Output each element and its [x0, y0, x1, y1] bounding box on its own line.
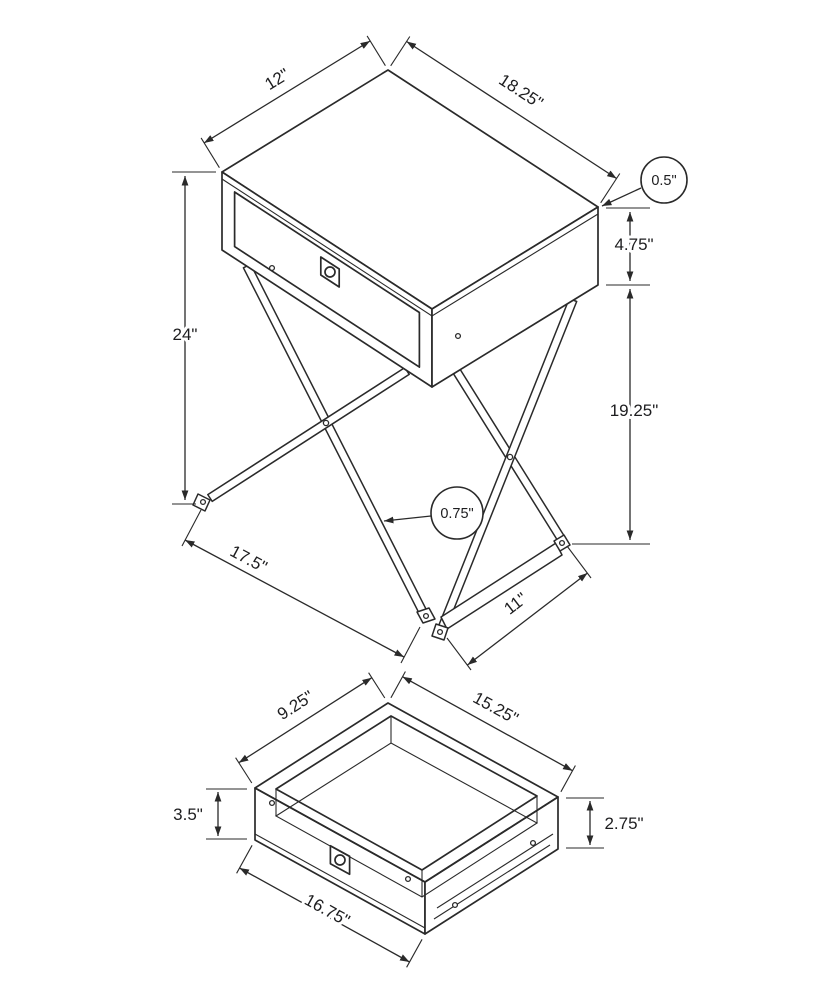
- callout-leg-thickness: 0.75": [383, 486, 484, 540]
- right-foot-screw-icon: [558, 539, 566, 547]
- dimension-side-height: 2.75": [566, 797, 647, 849]
- dim-label-15-25: 15.25": [470, 688, 522, 728]
- dim-label-18-25: 18.25": [495, 70, 546, 112]
- bracket-bottom-left-icon: [234, 234, 249, 256]
- cabinet-box: [221, 69, 599, 388]
- callout-top-thickness: 0.5": [601, 156, 688, 207]
- bottom-foot-screw-icon: [436, 628, 444, 636]
- dimension-front-height: 3.5": [170, 788, 247, 840]
- dim-label-19-25: 19.25": [610, 401, 659, 420]
- dimension-cabinet-height: 4.75": [606, 207, 657, 286]
- bracket-top-left-icon: [234, 190, 249, 204]
- dim-label-4-75: 4.75": [614, 235, 653, 254]
- nightstand-figure: 12" 18.25" 0.5" 4.75": [170, 35, 688, 671]
- bracket-top-right-icon: [405, 303, 420, 325]
- front-screw-left-icon: [268, 799, 276, 807]
- dimension-overall-height: 24": [170, 171, 216, 505]
- dim-label-2-75: 2.75": [604, 814, 643, 833]
- dim-label-0-5: 0.5": [651, 173, 676, 189]
- ring-pull-icon: [319, 256, 341, 288]
- drawer-figure: 9.25" 15.25" 3.5" 2.75": [170, 671, 647, 968]
- dim-label-17-5: 17.5": [227, 542, 270, 577]
- dimension-leg-height: 19.25": [572, 289, 661, 545]
- callout-circle: [430, 486, 484, 540]
- rail-screw-left-icon: [451, 901, 459, 909]
- top-thickness-line: [221, 178, 599, 317]
- dim-label-9-25: 9.25": [274, 687, 317, 724]
- dim-label-12: 12": [262, 65, 293, 94]
- drawer-slide-rail: [433, 833, 554, 920]
- bracket-bottom-right-icon: [405, 355, 420, 369]
- cabinet-screw-left-icon: [268, 264, 276, 272]
- cabinet-screw-right-icon: [454, 332, 462, 340]
- dim-label-3-5: 3.5": [173, 805, 203, 824]
- far-cross-screw-icon: [506, 453, 514, 461]
- front-screw-right-icon: [404, 875, 412, 883]
- near-foot-screw-icon: [422, 612, 430, 620]
- drawer-right-panel: [424, 796, 559, 935]
- far-feet: [431, 534, 571, 641]
- left-foot-screw-icon: [199, 498, 207, 506]
- right-face: [431, 206, 599, 388]
- callout-circle: [640, 156, 688, 204]
- dim-label-0-75: 0.75": [440, 506, 473, 522]
- dim-label-11: 11": [500, 589, 530, 618]
- rail-screw-right-icon: [529, 839, 537, 847]
- near-x-legs: [192, 263, 436, 624]
- near-cross-screw-icon: [322, 419, 330, 427]
- dim-label-24: 24": [173, 325, 198, 344]
- dim-label-16-75: 16.75": [301, 890, 353, 930]
